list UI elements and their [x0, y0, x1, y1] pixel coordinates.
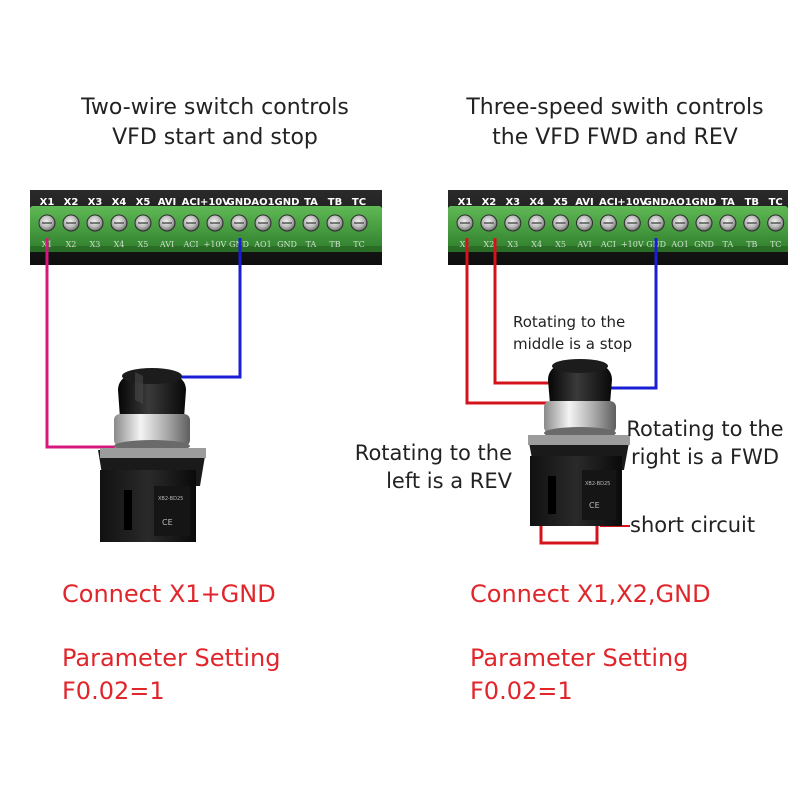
right-rotary-switch-icon: XB2-BD25 CE: [528, 359, 630, 526]
left-param-value: F0.02=1: [62, 677, 165, 705]
right-title-line1: Three-speed swith controls: [466, 95, 764, 120]
left-terminal-sublabel-11: TA: [306, 240, 317, 249]
left-terminal-label-13: TC: [352, 197, 366, 208]
right-terminal-sublabel-6: ACI: [600, 240, 616, 249]
left-terminal-sublabel-6: ACI: [182, 240, 198, 249]
svg-text:CE: CE: [162, 518, 173, 527]
right-title-line2: the VFD FWD and REV: [492, 125, 738, 150]
left-terminal-sublabel-9: AO1: [253, 240, 271, 249]
left-terminal-label-0: X1: [40, 197, 55, 208]
right-wire-x2: [493, 238, 552, 385]
left-terminal-label-11: TA: [304, 197, 318, 208]
left-terminal-label-12: TB: [328, 197, 342, 208]
note-fwd: Rotating to the right is a FWD: [615, 415, 795, 471]
right-connect: Connect X1,X2,GND: [470, 580, 711, 608]
note-fwd-line1: Rotating to the: [626, 417, 784, 441]
left-terminal-label-9: AO1: [251, 197, 274, 208]
left-terminal-label-8: GND: [227, 197, 252, 208]
note-stop-line1: Rotating to the: [513, 313, 626, 331]
right-terminal-sublabel-5: AVI: [576, 240, 591, 249]
right-terminal-sublabel-11: TA: [723, 240, 734, 249]
right-terminal-label-5: AVI: [575, 197, 594, 208]
left-terminal-sublabel-3: X4: [114, 240, 125, 249]
left-terminal-block-icon: X1X1X2X2X3X3X4X4X5X5AVIAVIACIACI+10V+10V…: [30, 190, 382, 265]
left-terminal-sublabel-4: X5: [138, 240, 149, 249]
note-rev-line2: left is a REV: [386, 469, 512, 493]
right-terminal-label-1: X2: [482, 197, 497, 208]
left-terminal-sublabel-7: +10V: [204, 240, 227, 249]
left-title-line2: VFD start and stop: [112, 125, 318, 150]
left-terminal-sublabel-10: GND: [277, 240, 297, 249]
left-terminal-label-1: X2: [64, 197, 79, 208]
right-terminal-label-12: TB: [745, 197, 759, 208]
left-title-line1: Two-wire switch controls: [81, 95, 349, 120]
note-fwd-line2: right is a FWD: [630, 445, 780, 469]
right-terminal-label-8: GND: [644, 197, 669, 208]
right-terminal-label-4: X5: [553, 197, 568, 208]
right-terminal-label-10: GND: [692, 197, 717, 208]
svg-text:XB2-BD25: XB2-BD25: [585, 481, 610, 487]
right-terminal-label-9: AO1: [668, 197, 691, 208]
right-terminal-label-6: ACI: [599, 197, 618, 208]
right-param-label: Parameter Setting: [470, 644, 689, 672]
right-terminal-sublabel-4: X5: [555, 240, 566, 249]
left-terminal-sublabel-12: TB: [329, 240, 340, 249]
right-terminal-label-3: X4: [529, 197, 544, 208]
left-connect: Connect X1+GND: [62, 580, 276, 608]
left-terminal-sublabel-2: X3: [90, 240, 101, 249]
right-terminal-label-11: TA: [721, 197, 735, 208]
right-terminal-label-0: X1: [458, 197, 473, 208]
left-terminal-label-3: X4: [112, 197, 127, 208]
left-terminal-label-6: ACI: [182, 197, 201, 208]
right-terminal-sublabel-1: X2: [484, 240, 495, 249]
left-terminal-label-2: X3: [88, 197, 103, 208]
right-wire-gnd: [607, 238, 658, 390]
left-rotary-switch-icon: XB2-BD25 CE: [98, 368, 206, 542]
left-param-label: Parameter Setting: [62, 644, 281, 672]
right-terminal-sublabel-10: GND: [694, 240, 714, 249]
left-terminal-label-4: X5: [136, 197, 151, 208]
right-terminal-label-7: +10V: [617, 197, 647, 208]
right-terminal-sublabel-0: X1: [460, 240, 471, 249]
right-terminal-sublabel-2: X3: [507, 240, 518, 249]
left-title: Two-wire switch controls VFD start and s…: [30, 93, 400, 153]
note-rev-line1: Rotating to the: [354, 441, 512, 465]
right-terminal-sublabel-9: AO1: [670, 240, 688, 249]
right-terminal-sublabel-13: TC: [770, 240, 781, 249]
svg-text:XB2-BD25: XB2-BD25: [158, 496, 183, 502]
right-terminal-block-icon: X1X1X2X2X3X3X4X4X5X5AVIAVIACIACI+10V+10V…: [448, 190, 788, 265]
left-terminal-label-10: GND: [275, 197, 300, 208]
note-rev: Rotating to the left is a REV: [330, 439, 512, 495]
right-terminal-sublabel-3: X4: [531, 240, 542, 249]
left-terminal-label-5: AVI: [158, 197, 177, 208]
right-terminal-label-2: X3: [505, 197, 520, 208]
left-terminal-sublabel-5: AVI: [159, 240, 174, 249]
left-terminal-sublabel-13: TC: [353, 240, 364, 249]
left-terminal-label-7: +10V: [200, 197, 230, 208]
right-param-value: F0.02=1: [470, 677, 573, 705]
left-wire-x1: [45, 238, 115, 449]
left-terminal-sublabel-1: X2: [66, 240, 77, 249]
right-title: Three-speed swith controls the VFD FWD a…: [440, 93, 790, 153]
note-stop-line2: middle is a stop: [513, 335, 633, 353]
note-short-circuit: short circuit: [630, 513, 756, 537]
note-stop: Rotating to the middle is a stop: [513, 311, 673, 355]
svg-text:CE: CE: [589, 501, 600, 510]
right-wire-x1: [465, 238, 549, 405]
right-terminal-label-13: TC: [769, 197, 783, 208]
right-terminal-sublabel-12: TB: [746, 240, 757, 249]
right-terminal-sublabel-7: +10V: [621, 240, 644, 249]
